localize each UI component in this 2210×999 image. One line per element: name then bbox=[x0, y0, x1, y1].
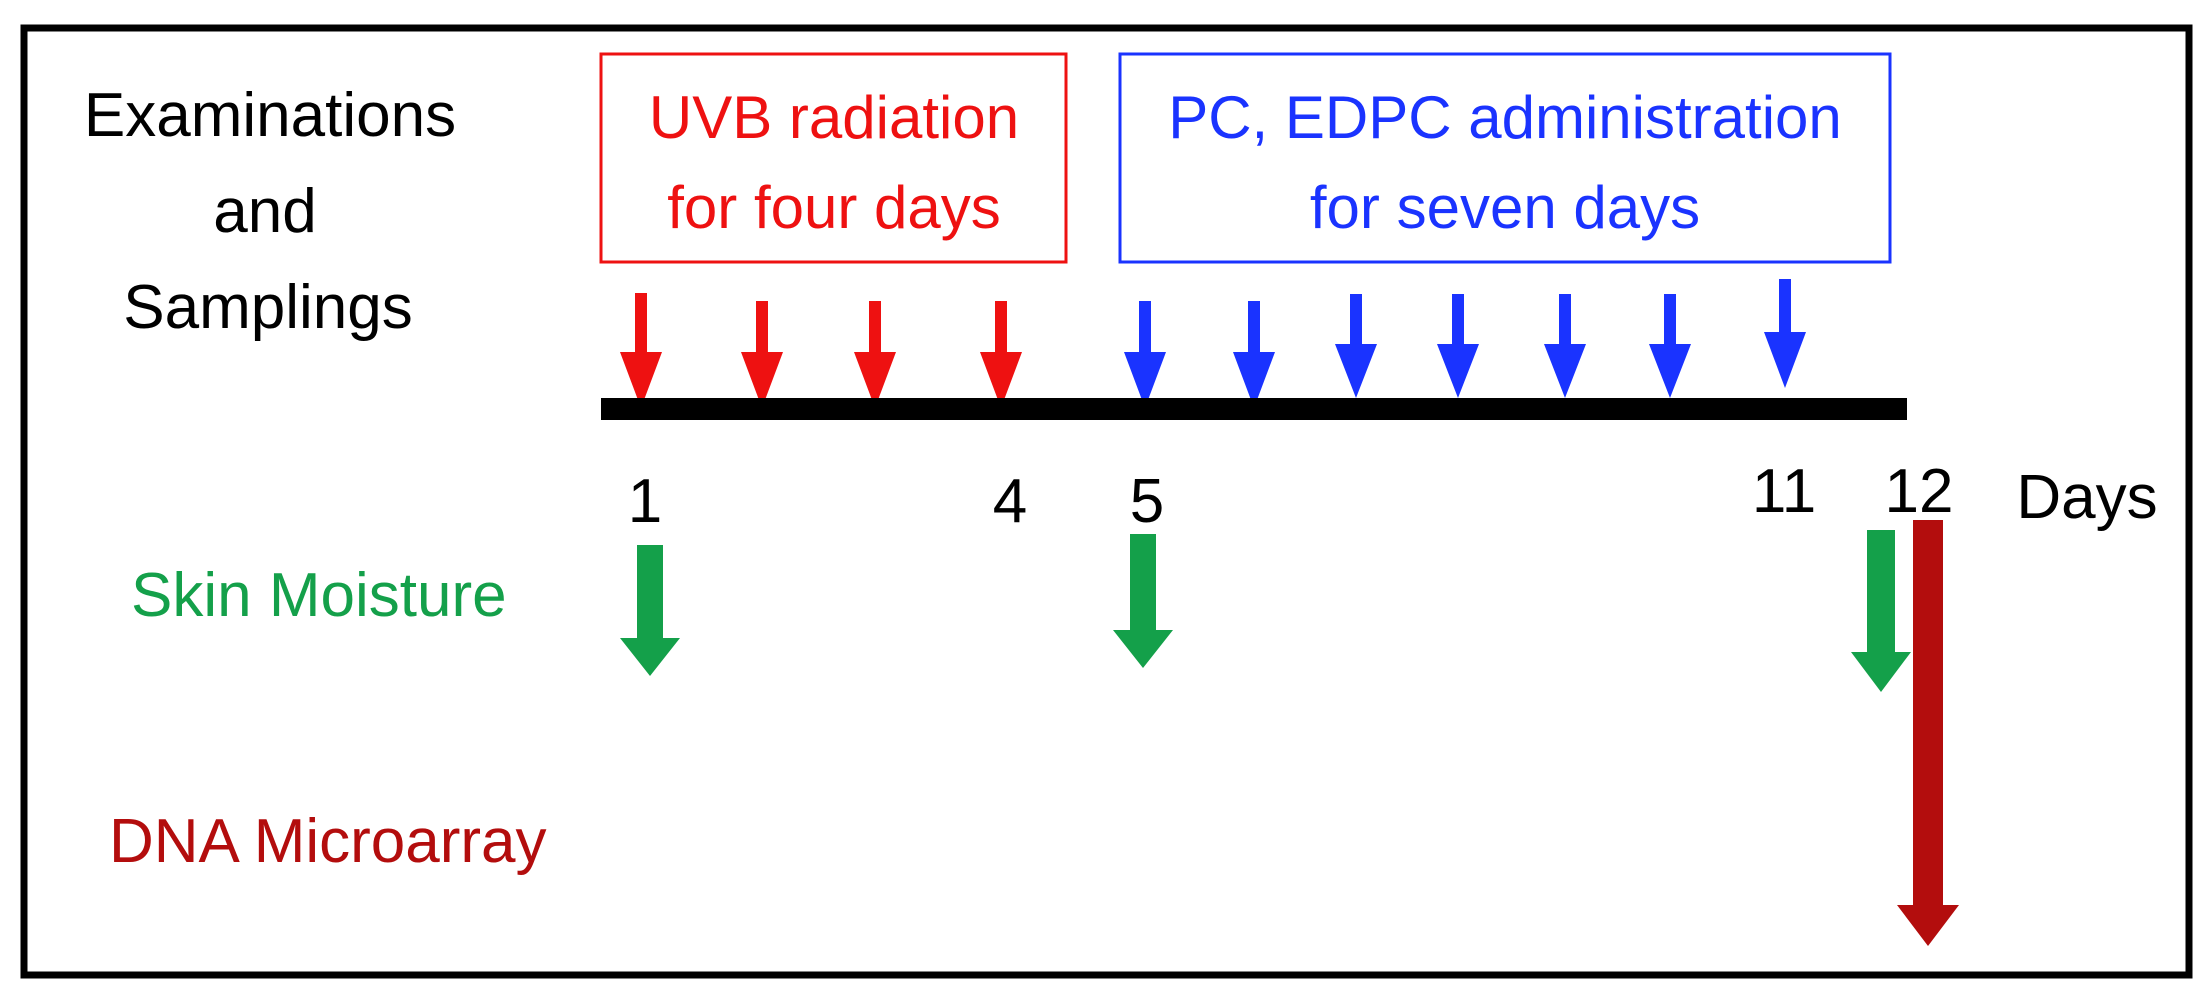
uvb-box bbox=[599, 52, 1068, 264]
admin-box-line-2: for seven days bbox=[1310, 174, 1700, 241]
admin-arrow-day-8 bbox=[1437, 294, 1479, 398]
admin-box-text: PC, EDPC administration for seven days bbox=[1168, 84, 1842, 241]
uvb-arrows bbox=[620, 293, 1022, 408]
outer-frame bbox=[20, 24, 2193, 979]
uvb-arrow-day-4 bbox=[980, 301, 1022, 408]
admin-box-line-1: PC, EDPC administration bbox=[1168, 84, 1842, 151]
admin-arrow-day-9 bbox=[1544, 294, 1586, 398]
admin-arrow-day-11 bbox=[1764, 279, 1806, 388]
day-label-12: 12 bbox=[1885, 457, 1954, 526]
uvb-box-line-2: for four days bbox=[667, 174, 1001, 241]
uvb-box-line-1: UVB radiation bbox=[649, 84, 1019, 151]
admin-arrow-day-5 bbox=[1124, 301, 1166, 408]
heading: Examinations and Samplings bbox=[84, 81, 456, 342]
day-label-5: 5 bbox=[1130, 467, 1164, 536]
admin-arrow-day-7 bbox=[1335, 294, 1377, 398]
admin-arrows bbox=[1124, 279, 1806, 408]
skin-moisture-arrow-day-1 bbox=[620, 545, 680, 676]
uvb-arrow-day-1 bbox=[620, 293, 662, 408]
skin-moisture-label: Skin Moisture bbox=[131, 561, 507, 630]
dna-microarray-arrow-day-12 bbox=[1897, 520, 1959, 946]
uvb-arrow-day-3 bbox=[854, 301, 896, 408]
uvb-box-text: UVB radiation for four days bbox=[649, 84, 1019, 241]
skin-moisture-arrow-day-5 bbox=[1113, 534, 1173, 668]
heading-line-1: Examinations bbox=[84, 81, 456, 150]
heading-line-3: Samplings bbox=[123, 273, 412, 342]
admin-arrow-day-6 bbox=[1233, 301, 1275, 408]
heading-line-2: and bbox=[213, 177, 316, 246]
day-label-11: 11 bbox=[1752, 457, 1816, 526]
admin-arrow-day-10 bbox=[1649, 294, 1691, 398]
uvb-arrow-day-2 bbox=[741, 301, 783, 408]
timeline-bar bbox=[601, 398, 1907, 420]
skin-moisture-arrows bbox=[620, 530, 1911, 692]
dna-microarray-label: DNA Microarray bbox=[109, 807, 547, 876]
day-label-4: 4 bbox=[993, 467, 1027, 536]
day-labels: 1 4 5 11 12 Days bbox=[628, 457, 2158, 536]
skin-moisture-arrow-day-12 bbox=[1851, 530, 1911, 692]
days-unit-label: Days bbox=[2016, 463, 2157, 532]
day-label-1: 1 bbox=[628, 467, 662, 536]
admin-box bbox=[1118, 52, 1892, 264]
